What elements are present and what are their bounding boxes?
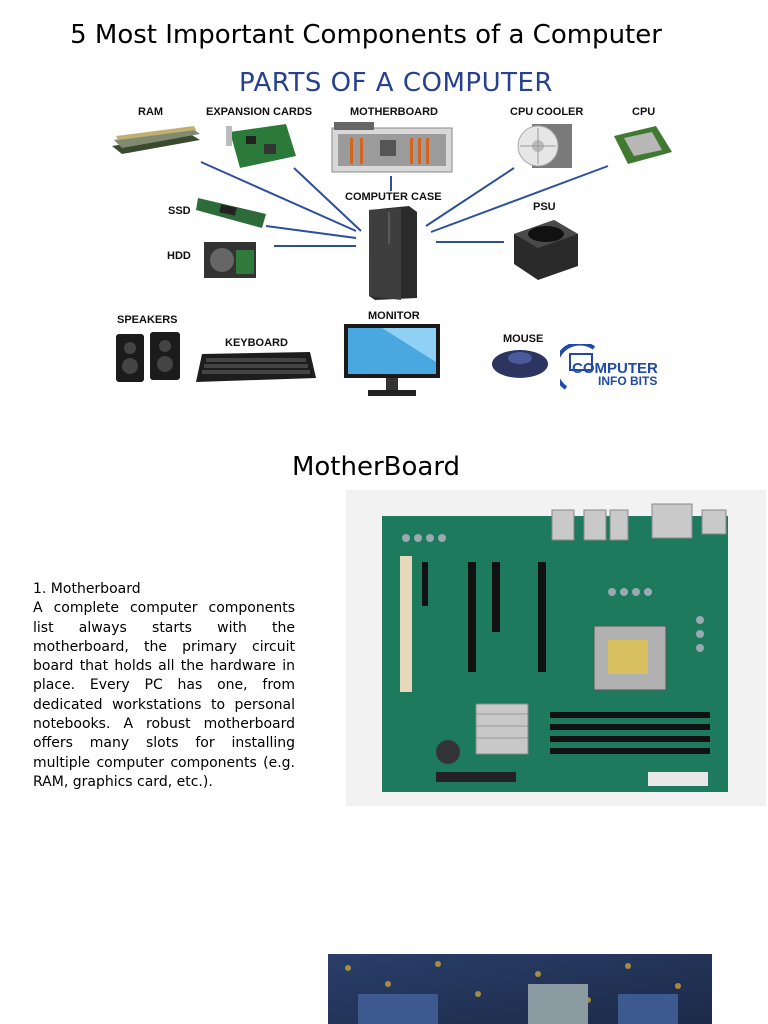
label-computer-case: COMPUTER CASE bbox=[345, 191, 442, 203]
label-speakers: SPEAKERS bbox=[117, 314, 178, 326]
motherboard-description: 1. Motherboard A complete computer compo… bbox=[33, 580, 295, 792]
computer-case-image bbox=[369, 206, 417, 300]
speakers-image bbox=[116, 332, 180, 382]
label-ssd: SSD bbox=[168, 205, 191, 217]
motherboard-photo bbox=[346, 490, 766, 806]
infographic-heading: PARTS OF A COMPUTER bbox=[239, 68, 553, 98]
monitor-image bbox=[344, 324, 440, 396]
ssd-image bbox=[196, 198, 266, 228]
cpu-cooler-image bbox=[517, 124, 572, 168]
motherboard-image bbox=[331, 122, 453, 173]
label-keyboard: KEYBOARD bbox=[225, 337, 288, 349]
label-expansion-cards: EXPANSION CARDS bbox=[206, 106, 313, 118]
label-cpu-cooler: CPU COOLER bbox=[510, 106, 584, 118]
expansion-card-image bbox=[226, 124, 296, 168]
logo-line2: INFO BITS bbox=[598, 374, 658, 388]
logo-line1: COMPUTER bbox=[572, 360, 658, 377]
motherboard-heading: 1. Motherboard bbox=[33, 581, 141, 597]
cpu-image bbox=[614, 126, 672, 164]
label-mouse: MOUSE bbox=[503, 333, 544, 345]
label-monitor: MONITOR bbox=[368, 310, 420, 322]
page-title: 5 Most Important Components of a Compute… bbox=[70, 20, 662, 50]
connector-lines bbox=[200, 161, 609, 247]
label-hdd: HDD bbox=[167, 250, 191, 262]
parts-infographic: PARTS OF A COMPUTER RAM EXPANSION CARDS … bbox=[106, 66, 686, 402]
circuit-board-photo bbox=[328, 954, 712, 1024]
ram-image bbox=[112, 126, 200, 154]
label-psu: PSU bbox=[533, 201, 556, 213]
motherboard-body: A complete computer components list alwa… bbox=[33, 600, 295, 790]
computer-info-bits-logo-icon bbox=[560, 344, 596, 390]
hdd-image bbox=[204, 242, 256, 278]
section-title: MotherBoard bbox=[291, 452, 461, 482]
keyboard-image bbox=[196, 352, 316, 382]
label-cpu: CPU bbox=[632, 106, 656, 118]
label-motherboard: MOTHERBOARD bbox=[350, 106, 438, 118]
mouse-image bbox=[492, 350, 548, 378]
label-ram: RAM bbox=[138, 106, 164, 118]
psu-image bbox=[514, 220, 578, 280]
